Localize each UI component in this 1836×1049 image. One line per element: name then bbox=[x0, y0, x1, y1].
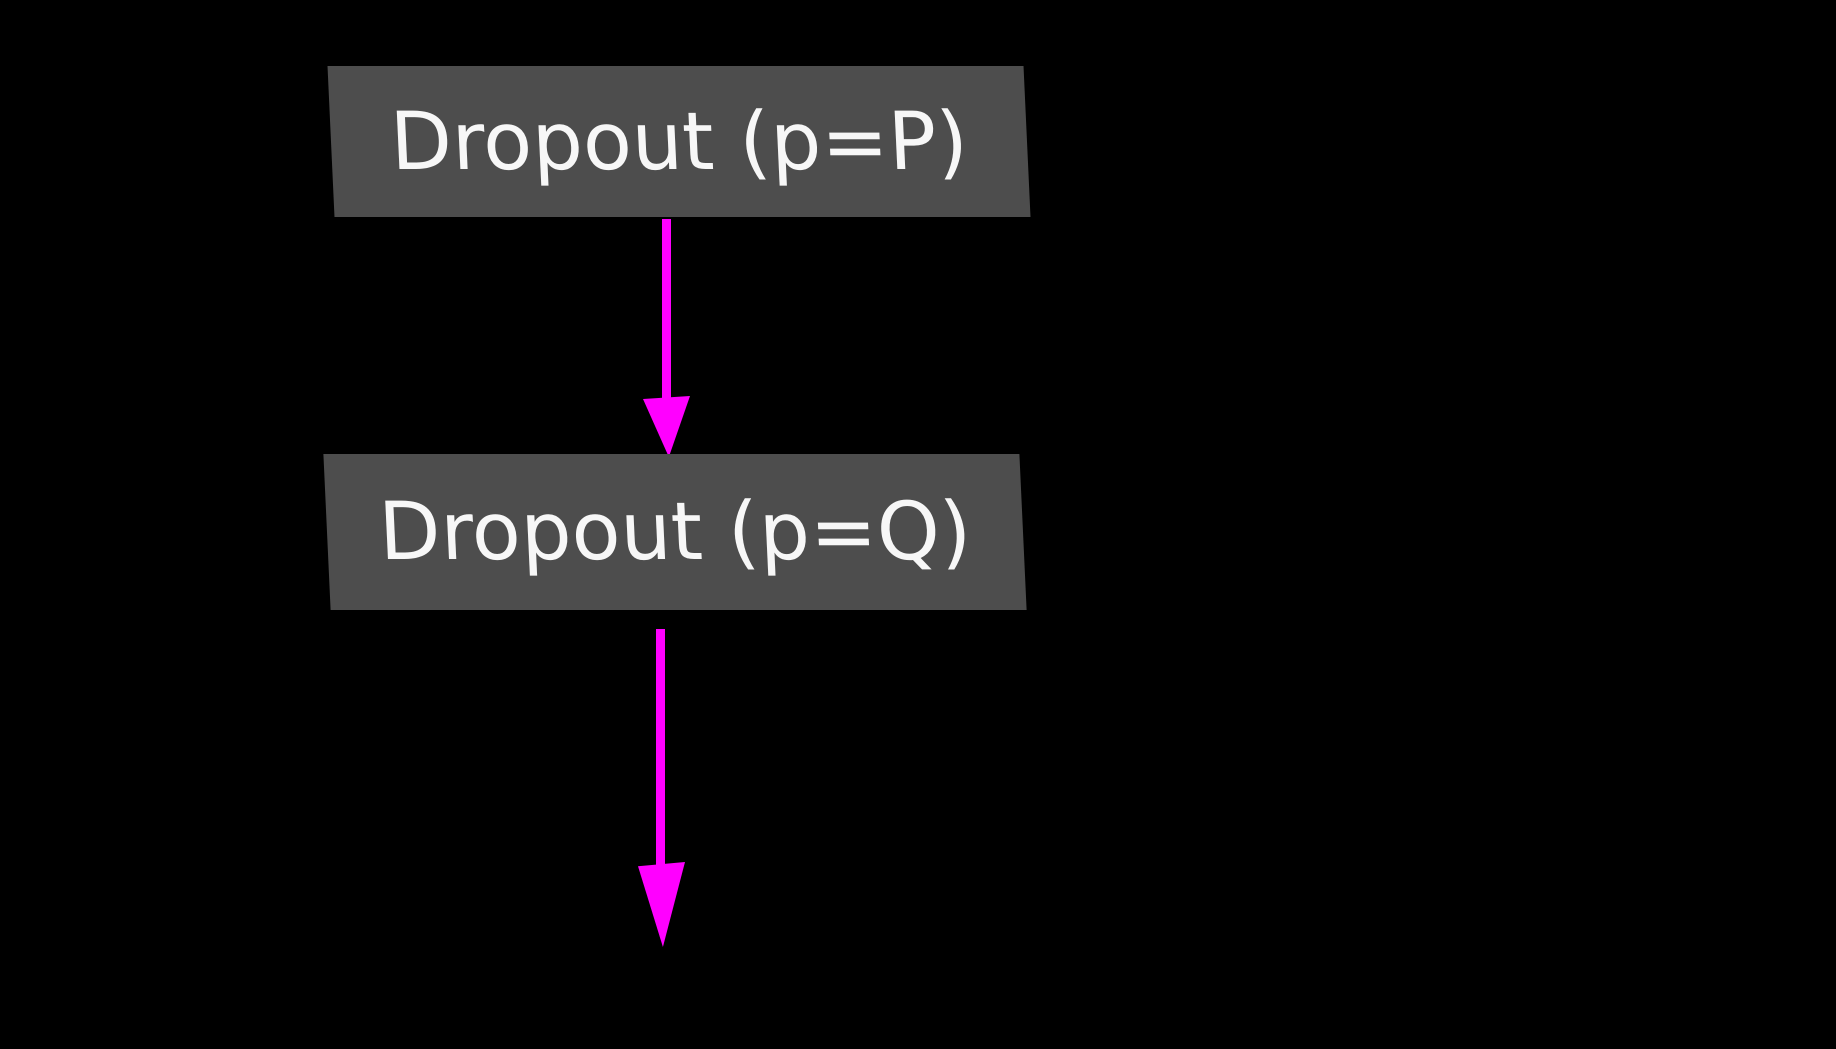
edge-dropout-q-output-line bbox=[656, 629, 665, 865]
node-dropout-q-label: Dropout (p=Q) bbox=[376, 485, 974, 578]
node-dropout-p[interactable]: Dropout (p=P) bbox=[327, 66, 1031, 217]
edge-dropout-p-to-dropout-q-line bbox=[662, 219, 671, 399]
arrow-down-icon bbox=[638, 862, 685, 947]
arrow-down-icon bbox=[643, 396, 690, 457]
node-dropout-q[interactable]: Dropout (p=Q) bbox=[323, 454, 1027, 610]
node-dropout-p-label: Dropout (p=P) bbox=[388, 94, 970, 188]
